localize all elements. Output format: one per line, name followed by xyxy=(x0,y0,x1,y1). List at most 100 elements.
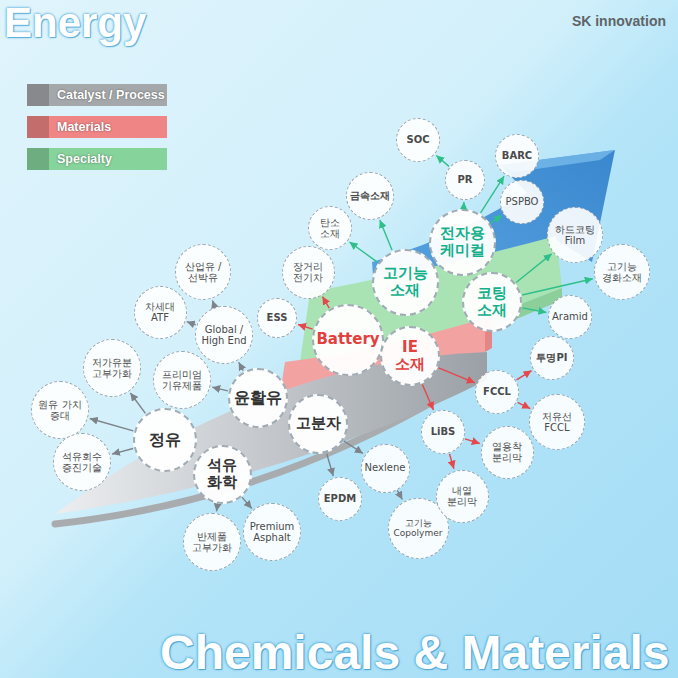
text-holder: 내열 분리막 xyxy=(442,485,482,508)
legend-label: Materials xyxy=(57,120,111,134)
product-circle: 고기능 경화소재 xyxy=(594,244,650,300)
text-holder: 고기능 Copolymer xyxy=(393,518,443,539)
node-label: Nexlene xyxy=(365,462,406,474)
node-label: 윤활유 xyxy=(234,389,282,407)
text-holder: 원유 가치 증대 xyxy=(37,399,83,422)
node-label: PSPBO xyxy=(506,196,539,208)
connector-arrow xyxy=(422,384,433,410)
text-holder: 석유회수 증진기술 xyxy=(59,451,105,474)
connector-arrow xyxy=(217,504,218,511)
text-holder: 고분자 xyxy=(296,415,341,432)
text-holder: IE 소재 xyxy=(392,339,428,374)
product-circle: 차세대 ATF xyxy=(134,286,187,339)
brand-logo-text: SK innovation xyxy=(572,14,666,28)
connector-arrow xyxy=(436,156,449,167)
text-holder: 전자용 케미컬 xyxy=(437,225,487,260)
node-label: 저가유분 고부가화 xyxy=(89,357,135,380)
text-holder: 산업유 / 선박유 xyxy=(181,261,225,284)
product-circle: 반제품 고부가화 xyxy=(183,513,241,571)
node-label: Battery xyxy=(316,331,379,348)
text-holder: BARC xyxy=(502,150,532,162)
text-holder: Global / High End xyxy=(201,324,247,347)
text-holder: PSPBO xyxy=(506,196,539,208)
connector-arrow xyxy=(130,393,145,413)
node-label: 프리미엄 기유제품 xyxy=(159,369,205,392)
connector-arrow xyxy=(518,402,531,408)
node-label: Aramid xyxy=(552,311,588,323)
node-label: Global / High End xyxy=(201,324,247,347)
connector-arrow xyxy=(463,202,465,208)
node-label: 금속소재 xyxy=(350,190,390,202)
connector-arrow xyxy=(397,490,402,499)
product-circle: 금속소재 xyxy=(346,172,394,220)
text-holder: 윤활유 xyxy=(234,389,282,407)
text-holder: 금속소재 xyxy=(350,190,390,202)
product-circle: 석유회수 증진기술 xyxy=(53,433,111,491)
connector-arrow xyxy=(349,242,377,262)
product-circle: EPDM xyxy=(318,477,362,521)
text-holder: 장거리 전기차 xyxy=(288,261,328,284)
product-circle: 산업유 / 선박유 xyxy=(175,244,231,300)
text-holder: 석유 화학 xyxy=(202,457,242,492)
node-label: 투명PI xyxy=(536,352,567,364)
text-holder: 고기능 소재 xyxy=(380,265,430,300)
text-holder: LiBS xyxy=(431,426,456,438)
text-holder: 저가유분 고부가화 xyxy=(89,357,135,380)
node-label: 하드코팅 Film xyxy=(553,224,597,247)
product-circle: PR xyxy=(445,160,485,200)
node-label: 석유회수 증진기술 xyxy=(59,451,105,474)
product-circle: BARC xyxy=(495,134,539,178)
product-circle: ESS xyxy=(257,298,297,338)
product-circle: SOC xyxy=(396,118,440,162)
legend-swatch-mark xyxy=(27,84,49,106)
text-holder: 하드코팅 Film xyxy=(553,224,597,247)
text-holder: FCCL xyxy=(483,386,511,398)
node-label: 반제품 고부가화 xyxy=(189,531,235,554)
connector-arrow xyxy=(212,300,214,306)
node-label: 고분자 xyxy=(296,415,341,432)
product-circle: 원유 가치 증대 xyxy=(31,381,89,439)
node-label: PR xyxy=(457,174,472,186)
text-holder: 정유 xyxy=(149,431,181,449)
product-circle: 열용착 분리막 xyxy=(481,426,534,479)
connector-arrow xyxy=(112,448,133,454)
legend-swatch: Catalyst / Process xyxy=(27,84,167,106)
node-label: ESS xyxy=(267,312,288,324)
legend-swatch-mark xyxy=(27,116,49,138)
product-circle: Global / High End xyxy=(195,306,253,364)
product-circle: FCCL xyxy=(475,370,519,414)
node-label: 탄소 소재 xyxy=(315,217,345,240)
connector-arrow xyxy=(450,454,454,469)
legend-label: Catalyst / Process xyxy=(57,88,165,102)
text-holder: 탄소 소재 xyxy=(315,217,345,240)
business-area-circle: 전자용 케미컬 xyxy=(429,209,496,276)
text-holder: Battery xyxy=(316,331,379,348)
business-area-circle: IE 소재 xyxy=(380,326,440,386)
node-label: LiBS xyxy=(431,426,456,438)
node-label: 석유 화학 xyxy=(202,457,242,492)
business-area-circle: 윤활유 xyxy=(228,368,288,428)
text-holder: SOC xyxy=(406,134,429,146)
connector-arrow xyxy=(322,297,329,309)
product-circle: Nexlene xyxy=(361,444,410,493)
connector-arrow xyxy=(239,362,244,370)
connector-arrow xyxy=(344,441,363,453)
business-area-circle: 석유 화학 xyxy=(193,445,252,504)
text-holder: ESS xyxy=(267,312,288,324)
node-label: 정유 xyxy=(149,431,181,449)
connector-arrow xyxy=(380,220,392,250)
connector-arrow xyxy=(327,454,334,476)
text-holder: EPDM xyxy=(324,493,356,505)
node-label: 산업유 / 선박유 xyxy=(181,261,225,284)
text-holder: 투명PI xyxy=(536,352,567,364)
connector-arrow xyxy=(522,308,546,313)
node-label: EPDM xyxy=(324,493,356,505)
product-circle: LiBS xyxy=(421,410,465,454)
product-circle: 하드코팅 Film xyxy=(547,207,603,263)
node-label: 코팅 소재 xyxy=(474,285,510,320)
node-label: 원유 가치 증대 xyxy=(37,399,83,422)
connector-arrow xyxy=(242,497,252,508)
connector-arrow xyxy=(491,215,502,223)
text-holder: 저유선 FCCL xyxy=(535,411,579,434)
node-label: Premium Asphalt xyxy=(249,521,295,544)
